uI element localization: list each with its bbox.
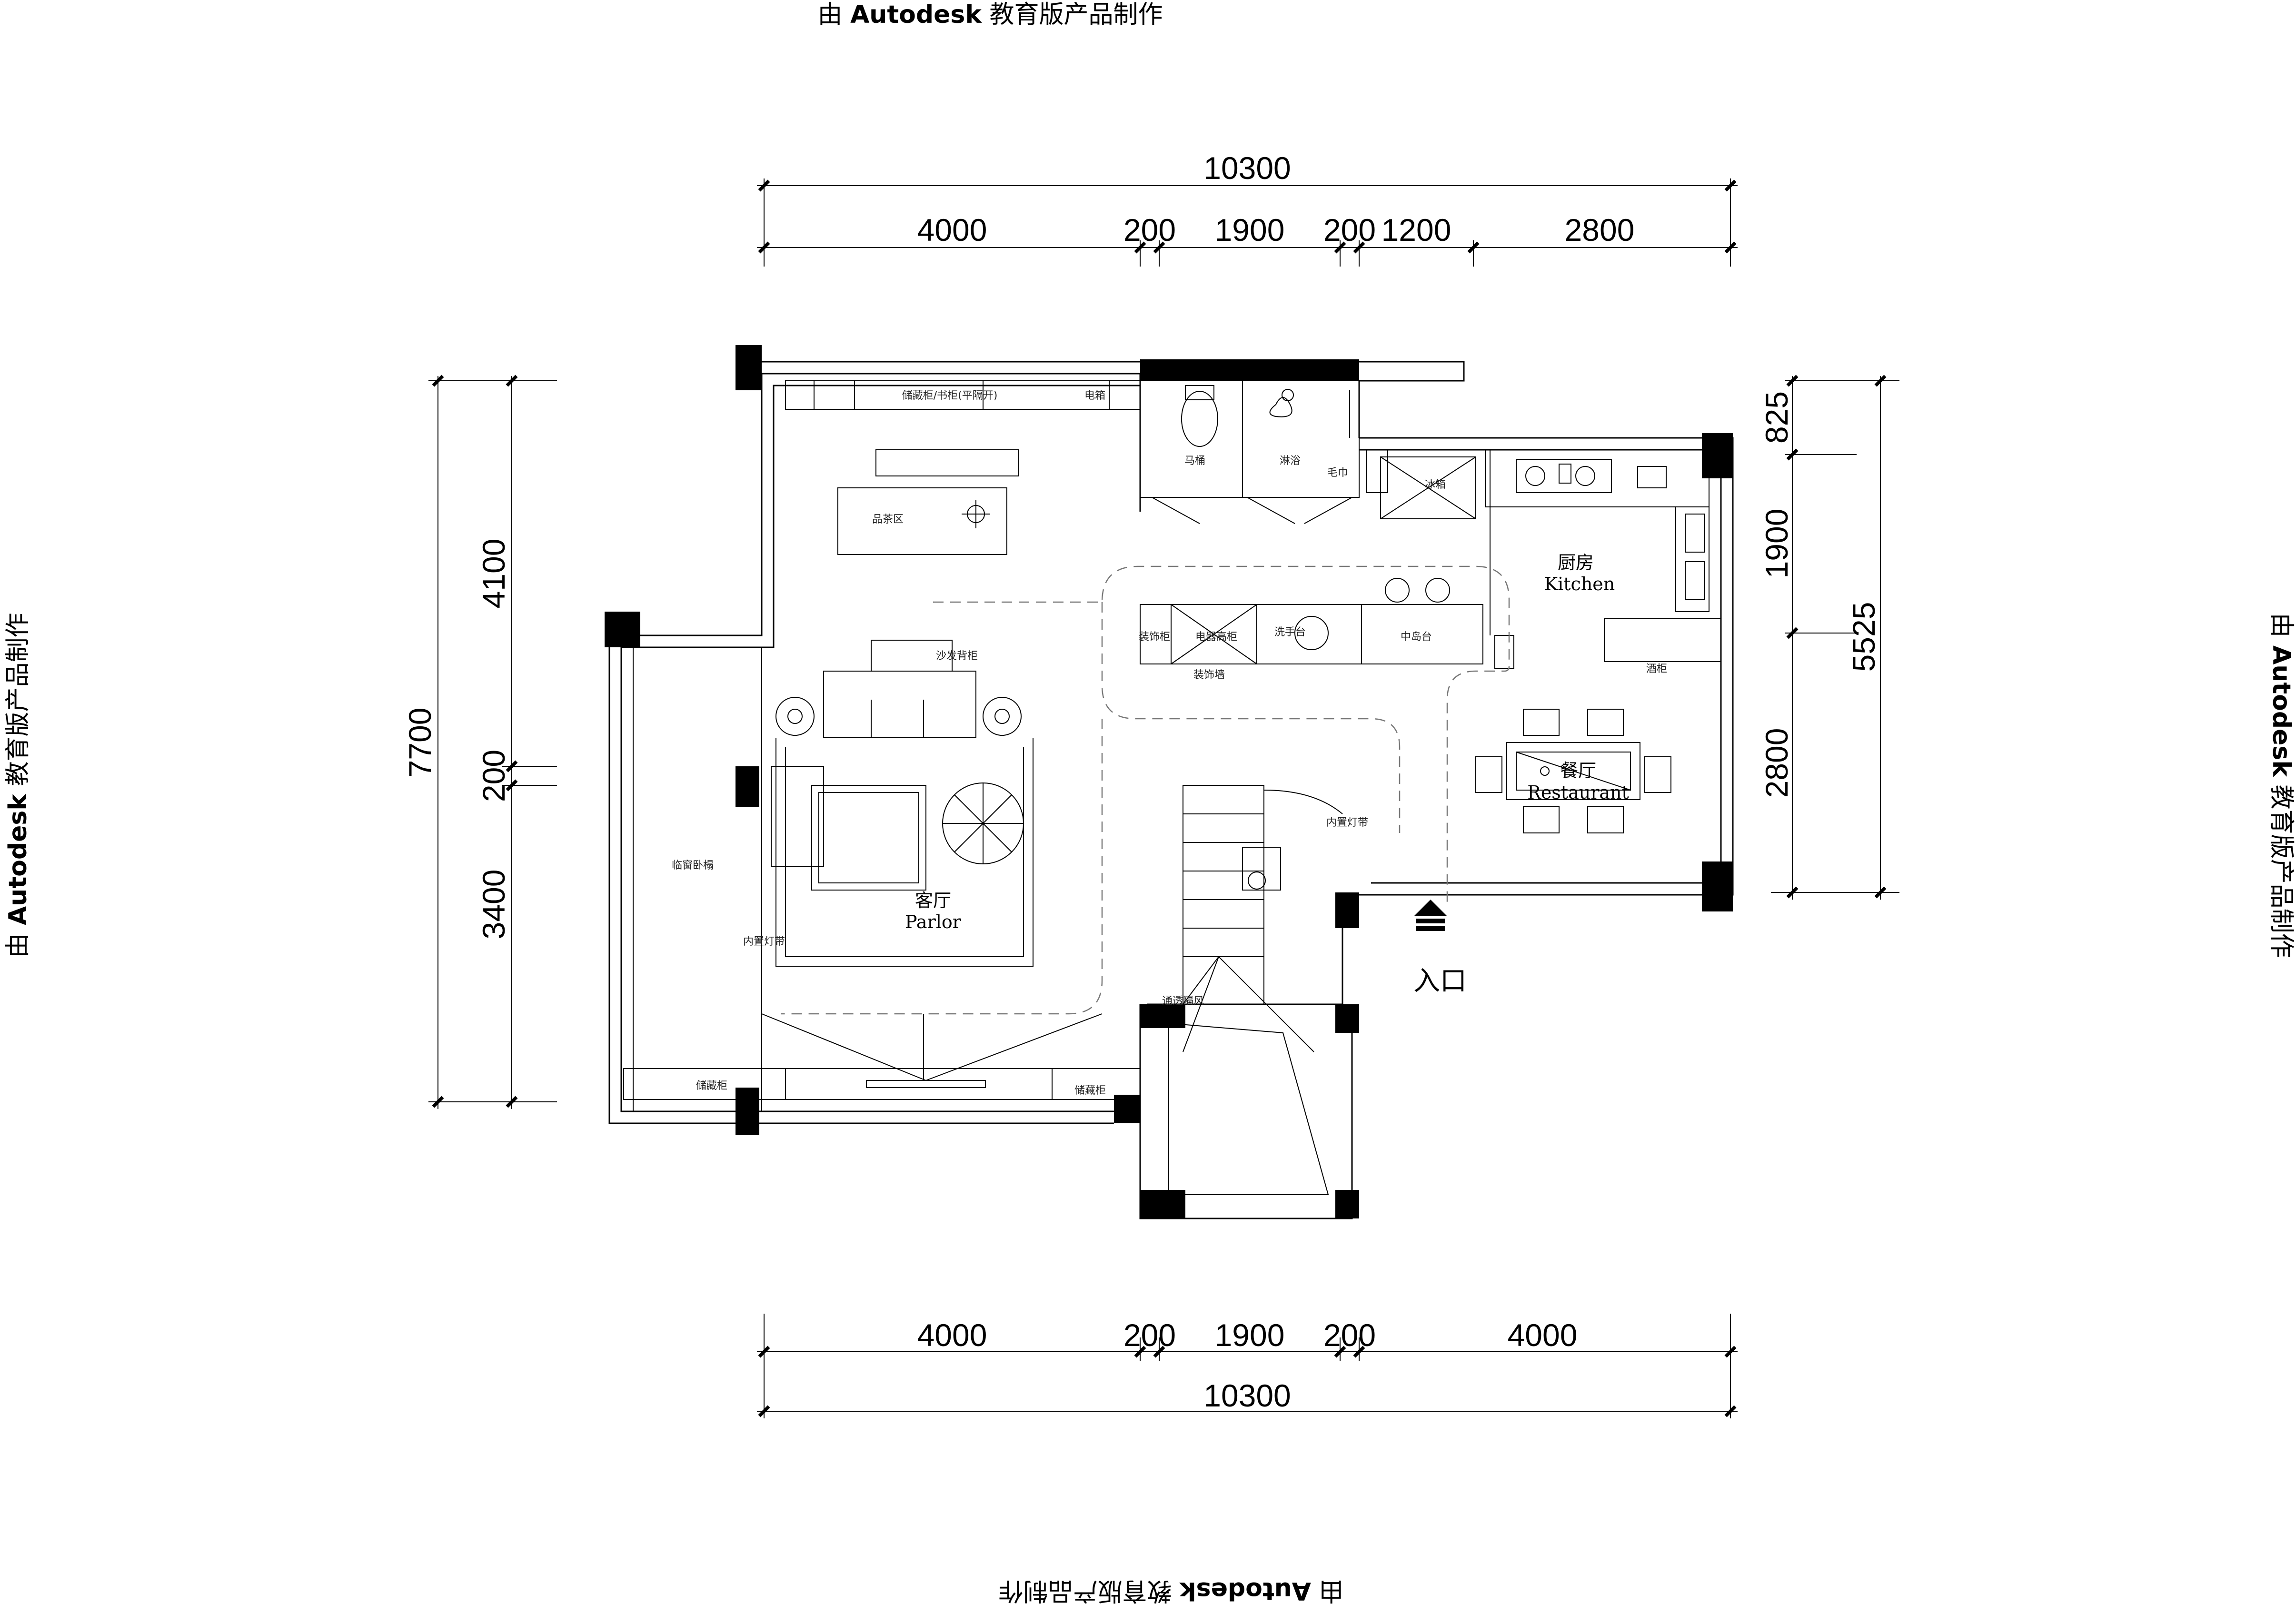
label-fridge: 冰箱: [1425, 479, 1446, 491]
label-hidden-light-right: 内置灯带: [1326, 817, 1368, 829]
room-parlor-cn: 客厅: [915, 890, 951, 911]
room-restaurant-cn: 餐厅: [1560, 760, 1596, 781]
dim-top-1: 4000: [917, 212, 987, 248]
dim-right-total: 5525: [1846, 602, 1881, 672]
label-towel: 毛巾: [1327, 467, 1348, 479]
label-toilet: 马桶: [1184, 455, 1205, 467]
room-parlor-en: Parlor: [905, 911, 962, 932]
label-island: 中岛台: [1401, 631, 1432, 643]
dim-bottom-total: 10300: [1203, 1378, 1291, 1413]
room-restaurant-en: Restaurant: [1527, 782, 1629, 803]
watermark-left: 由 Autodesk 教育版产品制作: [4, 613, 32, 958]
dim-bottom-1: 4000: [917, 1317, 987, 1353]
dim-left-total: 7700: [402, 708, 437, 778]
living-room: [623, 640, 1141, 1112]
dim-top-4: 200: [1323, 212, 1376, 248]
dim-top-3: 1900: [1215, 212, 1285, 248]
entrance-arrow-icon: [1414, 900, 1447, 931]
room-kitchen-cn: 厨房: [1558, 552, 1594, 573]
dim-top-total: 10300: [1203, 150, 1291, 186]
label-vent: 通透隔风: [1162, 995, 1204, 1007]
label-decor-wall: 装饰墙: [1193, 669, 1225, 681]
dim-top-5: 1200: [1382, 212, 1451, 248]
dimension-lines: [428, 178, 1899, 1418]
label-sofa-cabinet: 沙发背柜: [936, 650, 978, 662]
label-wine-cabinet: 酒柜: [1646, 663, 1667, 675]
dim-top-2: 200: [1123, 212, 1176, 248]
label-storage-left: 储藏柜: [696, 1080, 727, 1092]
label-shower: 淋浴: [1280, 455, 1301, 467]
tea-area: [837, 449, 1019, 555]
staircase: [1168, 785, 1343, 1195]
dim-left-1: 4100: [476, 539, 511, 609]
label-tv: 电箱: [1084, 390, 1105, 402]
dining-room: [1475, 709, 1671, 833]
dim-bottom-3: 1900: [1215, 1317, 1285, 1353]
label-tea-area: 品茶区: [872, 514, 904, 525]
label-storage-top: 储藏柜/书柜(平隔开): [902, 390, 998, 402]
label-appliance-cabinet: 电器高柜: [1195, 631, 1237, 643]
dim-bottom-5: 4000: [1508, 1317, 1578, 1353]
dim-bottom-2: 200: [1123, 1317, 1176, 1353]
room-kitchen-en: Kitchen: [1544, 574, 1615, 594]
dim-left-3: 3400: [476, 870, 511, 940]
label-bay-window: 临窗卧榻: [672, 860, 714, 871]
dimension-ticks: [432, 179, 1887, 1417]
watermark-right: 由 Autodesk 教育版产品制作: [2267, 613, 2296, 958]
watermark-bottom: 由 Autodesk 教育版产品制作: [999, 1576, 1344, 1604]
dim-right-3: 2800: [1759, 728, 1794, 798]
label-hidden-light-left: 内置灯带: [743, 936, 785, 948]
dim-top-6: 2800: [1565, 212, 1635, 248]
entrance-label: 入口: [1413, 966, 1467, 997]
dim-right-1: 825: [1759, 391, 1794, 444]
dim-bottom-4: 200: [1323, 1317, 1376, 1353]
label-decor-cabinet: 装饰柜: [1139, 631, 1170, 643]
dim-right-2: 1900: [1759, 509, 1794, 579]
watermark-top: 由 Autodesk 教育版产品制作: [818, 0, 1163, 29]
kitchen: [1366, 449, 1721, 662]
bathroom: [1140, 380, 1360, 524]
label-storage-right: 储藏柜: [1074, 1085, 1106, 1097]
dim-left-2: 200: [476, 750, 511, 802]
label-wash-basin: 洗手台: [1274, 626, 1306, 638]
ceiling-outline: [781, 565, 1510, 1015]
central-cabinets: [1140, 578, 1514, 669]
